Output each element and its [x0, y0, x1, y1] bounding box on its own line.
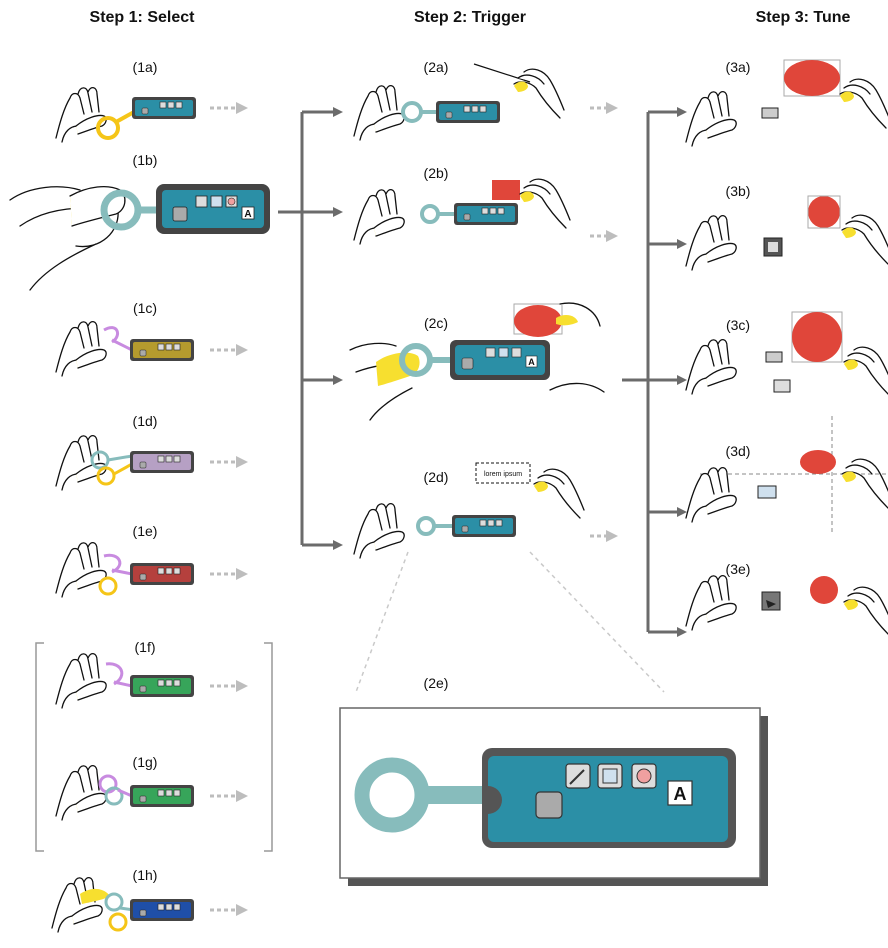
panel-label: (3a) — [726, 59, 751, 75]
panel-1a: (1a) — [55, 59, 248, 143]
step1-header: Step 1: Select — [90, 9, 196, 26]
panel-3b: (3b) — [685, 183, 888, 271]
toolbar-widget — [451, 514, 517, 538]
toolbar-widget — [129, 562, 195, 586]
hand-illustration — [841, 214, 888, 265]
step2-header: Step 2: Trigger — [414, 9, 526, 26]
red-circle-shape — [808, 196, 840, 228]
toolbar-widget — [129, 338, 195, 362]
red-circle-shape — [810, 576, 838, 604]
panel-2b: (2b) — [353, 165, 618, 245]
link-bar — [422, 786, 492, 804]
panel-3e: (3e) — [685, 561, 888, 637]
hand-illustration — [839, 78, 888, 129]
panel-1d: (1d) — [55, 413, 248, 491]
panel-label: (2e) — [424, 675, 449, 691]
svg-text:A: A — [528, 357, 535, 367]
zoom-guide-line — [355, 551, 409, 693]
toolbar-widget — [453, 202, 519, 226]
panel-label: (2a) — [424, 59, 449, 75]
step3-header: Step 3: Tune — [756, 9, 851, 26]
panel-label: (3e) — [726, 561, 751, 577]
toolbar-widget — [129, 898, 195, 922]
panel-1g: (1g) — [55, 754, 248, 821]
panel-label: (1h) — [133, 867, 158, 883]
panel-1e: (1e) — [55, 523, 248, 598]
panel-2c: (2c) A — [349, 302, 605, 421]
toolbar-widget — [129, 450, 195, 474]
panel-label: (3c) — [726, 317, 750, 333]
toolbar-widget — [129, 674, 195, 698]
hand-illustration — [513, 68, 565, 119]
connector-step2-to-step3 — [622, 107, 687, 637]
red-rectangle-shape — [492, 180, 520, 200]
panel-label: (2d) — [424, 469, 449, 485]
pen-stroke-line — [473, 63, 531, 83]
hand-illustration — [843, 346, 888, 397]
panel-label: (3d) — [726, 443, 751, 459]
panel-label: (1g) — [133, 754, 158, 770]
hand-illustration — [519, 178, 571, 229]
toolbar-widget — [129, 784, 195, 808]
panel-3d: (3d) — [685, 416, 888, 532]
svg-text:A: A — [244, 209, 251, 220]
circle-icon — [636, 768, 652, 784]
panel-label: (2b) — [424, 165, 449, 181]
svg-text:A: A — [674, 784, 687, 804]
toolbar-tool — [535, 791, 563, 819]
pen-icon — [195, 195, 208, 208]
panel-label: (1d) — [133, 413, 158, 429]
panel-label: (1e) — [133, 523, 158, 539]
panel-3c: (3c) — [685, 311, 888, 397]
toolbar-body — [488, 756, 728, 842]
toolbar-widget — [435, 100, 501, 124]
group-bracket-right — [264, 642, 273, 852]
mini-toolbar — [761, 591, 781, 611]
panel-1f: (1f) — [55, 639, 248, 709]
toolbar-widget — [131, 96, 197, 120]
panel-label: (1b) — [133, 152, 158, 168]
circle-icon — [227, 197, 236, 206]
mini-toolbar — [773, 379, 791, 393]
hand-illustration — [533, 468, 585, 519]
square-icon — [210, 195, 223, 208]
hand-illustration — [843, 586, 888, 637]
panel-2d: (2d) lorem ipsum — [353, 462, 618, 559]
mini-toolbar — [761, 107, 779, 119]
panel-2a: (2a) — [353, 59, 618, 141]
connector-step1-to-step2 — [278, 107, 343, 550]
panel-3a: (3a) — [685, 59, 888, 147]
hand-illustration — [841, 458, 888, 509]
zoom-guide-line — [529, 551, 665, 693]
mini-toolbar — [765, 351, 783, 363]
panel-1b: (1b) A — [9, 152, 270, 291]
red-circle-shape — [792, 312, 842, 362]
red-ellipse-shape — [800, 450, 836, 474]
text-box-content: lorem ipsum — [484, 471, 522, 478]
mini-toolbar — [757, 485, 777, 499]
panel-2e: (2e) A — [339, 675, 768, 886]
text-A-icon — [241, 206, 255, 220]
group-bracket-left — [35, 642, 44, 852]
panel-label: (1c) — [133, 300, 157, 316]
red-ellipse-shape — [514, 305, 562, 337]
panel-label: (1a) — [133, 59, 158, 75]
panel-1c: (1c) — [55, 300, 248, 377]
panel-1h: (1h) — [51, 867, 248, 933]
text-box — [475, 462, 531, 484]
text-A-icon — [667, 780, 693, 806]
red-ellipse-shape — [784, 60, 840, 96]
panel-label: (3b) — [726, 183, 751, 199]
selection-ring — [96, 116, 120, 140]
panel-label: (1f) — [135, 639, 156, 655]
panel-label: (2c) — [424, 315, 448, 331]
